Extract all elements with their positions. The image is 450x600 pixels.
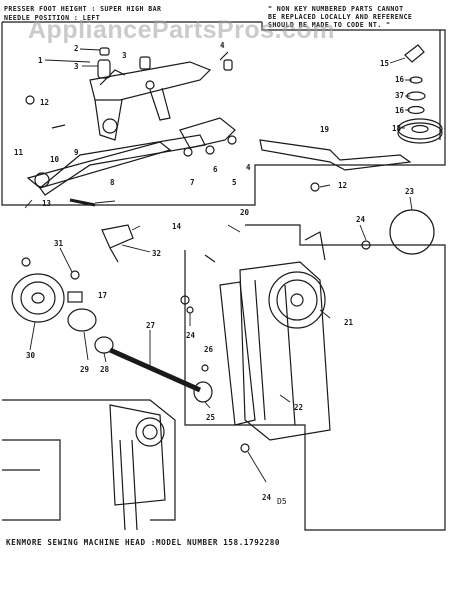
callout-24b: 24: [186, 331, 196, 340]
callout-11: 11: [14, 148, 24, 157]
callout-14: 14: [172, 222, 182, 231]
non-key-note-line1: " NON KEY NUMBERED PARTS CANNOT: [268, 5, 404, 13]
needle-position-note: NEEDLE POSITION : LEFT: [4, 14, 101, 22]
callout-26: 26: [204, 345, 214, 354]
callout-18: 18: [392, 124, 402, 133]
callout-4: 4: [220, 41, 225, 50]
callout-29: 29: [80, 365, 90, 374]
callout-8: 8: [110, 178, 115, 187]
callout-16: 16: [395, 75, 405, 84]
watermark-text: AppliancePartsPros.com: [28, 16, 335, 44]
hook-drive-assembly: [180, 231, 371, 453]
callout-24c: 24: [262, 493, 272, 502]
presser-bar-linkage: [25, 47, 412, 207]
callout-27: 27: [146, 321, 155, 330]
callout-17: 17: [98, 291, 107, 300]
callout-4b: 4: [246, 163, 251, 172]
drive-belt: [389, 209, 435, 255]
callout-24: 24: [356, 215, 366, 224]
callout-6: 6: [213, 165, 218, 174]
callout-3: 3: [74, 62, 79, 71]
non-key-note-line2: BE REPLACED LOCALLY AND REFERENCE: [268, 13, 413, 21]
callout-30: 30: [26, 351, 36, 360]
callout-12: 12: [40, 98, 49, 107]
callout-5: 5: [232, 178, 237, 187]
callout-7: 7: [190, 178, 195, 187]
needle-clamp-and-gear: [397, 44, 443, 144]
callout-13: 13: [42, 199, 52, 208]
callout-12b: 12: [338, 181, 347, 190]
callout-21: 21: [344, 318, 354, 327]
presser-foot-note: PRESSER FOOT HEIGHT : SUPER HIGH BAR: [4, 5, 162, 13]
machine-head-outline: [2, 399, 176, 531]
left-pulley-group: [11, 224, 213, 403]
non-key-note-line3: SHOULD BE MADE TO CODE NT. ": [268, 21, 391, 29]
callout-9: 9: [74, 148, 79, 157]
callout-16b: 16: [395, 106, 405, 115]
callout-leaders: [24, 48, 413, 483]
callout-28: 28: [100, 365, 110, 374]
callout-10: 10: [50, 155, 60, 164]
callout-37: 37: [395, 91, 404, 100]
callout-22: 22: [294, 403, 303, 412]
callout-1: 1: [38, 56, 43, 65]
callout-32: 32: [152, 249, 161, 258]
callout-31: 31: [54, 239, 64, 248]
upper-assembly-frame: [1, 22, 446, 206]
callout-25: 25: [206, 413, 215, 422]
right-group-frame: [261, 22, 441, 140]
motor-group-frame: [184, 224, 446, 531]
drawing-code: D5: [277, 497, 287, 506]
callout-2: 2: [74, 44, 79, 53]
callout-20: 20: [240, 208, 250, 217]
callout-19: 19: [320, 125, 330, 134]
callout-15: 15: [380, 59, 389, 68]
callout-3b: 3: [122, 51, 127, 60]
callout-23: 23: [405, 187, 415, 196]
model-caption: KENMORE SEWING MACHINE HEAD :MODEL NUMBE…: [6, 538, 281, 547]
callout-labels: 1 2 3 3 4 4 5 6 7 8 9 10 11 12 12 13 14 …: [14, 41, 415, 502]
